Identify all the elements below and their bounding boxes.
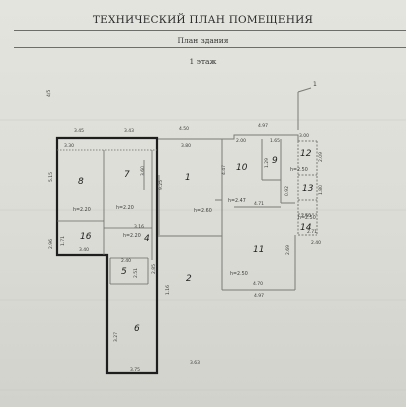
- partitions: [57, 149, 160, 285]
- dim-in-271: 2.71: [307, 229, 317, 235]
- dim-top-450: 4.50: [179, 126, 189, 132]
- floor-label: 1 этаж: [189, 57, 217, 66]
- room-number-12: 12: [300, 149, 312, 159]
- dim-in-240: 2.40: [121, 258, 131, 264]
- dim-in-340: 3.40: [79, 247, 89, 253]
- dim-in-360: 3.60: [140, 166, 146, 176]
- dim-left-515: 5.15: [48, 172, 54, 182]
- dim-left-171: 1.71: [60, 236, 66, 246]
- dim-top-345: 3.45: [74, 128, 84, 134]
- room-number-2: 2: [186, 274, 192, 284]
- dim-in-470: 4.70: [253, 281, 263, 287]
- room-number-4: 4: [144, 234, 150, 244]
- dim-top-497: 4.97: [258, 123, 268, 129]
- axis-mark-1: 1: [313, 81, 317, 88]
- dim-in-209: 2.09: [318, 152, 324, 162]
- room-number-16: 16: [80, 232, 92, 242]
- dim-left-296: 2.96: [48, 239, 54, 249]
- height-room-11: h=2.50: [230, 271, 248, 277]
- dim-bottom-375: 3.75: [130, 367, 140, 373]
- height-room-16: h=2.20: [123, 233, 141, 239]
- document-subtitle: План здания: [177, 36, 229, 45]
- dim-top-300: 3.00: [299, 133, 309, 139]
- dim-in-471: 4.71: [254, 201, 264, 207]
- height-room-1: h=2.60: [194, 208, 212, 214]
- room-number-7: 7: [124, 170, 130, 180]
- dim-top-343: 3.43: [124, 128, 134, 134]
- height-room-14: h=2.50: [298, 215, 316, 221]
- room-number-14: 14: [300, 223, 312, 233]
- height-room-12: h=2.50: [290, 167, 308, 173]
- dim-in-327: 3.27: [113, 332, 119, 342]
- dim-in-260: 2.60: [301, 213, 311, 219]
- title-underline: [14, 30, 406, 31]
- room-number-10: 10: [236, 163, 248, 173]
- dim-in-240b: 2.40: [311, 240, 321, 246]
- dim-mid-925: 9.25: [158, 180, 164, 190]
- dim-in-330: 3.30: [64, 143, 74, 149]
- dim-in-092: 0.92: [284, 186, 290, 196]
- dim-in-251: 2.51: [133, 268, 139, 278]
- height-room-7: h=2.20: [116, 205, 134, 211]
- room-number-9: 9: [272, 156, 278, 166]
- left-margin-mark: 4/5: [46, 90, 52, 97]
- dim-in-129: 1.29: [264, 158, 270, 168]
- room-number-6: 6: [134, 324, 140, 334]
- room-number-11: 11: [253, 245, 264, 255]
- dim-bottom-497: 4.97: [254, 293, 264, 299]
- dim-in-200: 2.00: [236, 138, 246, 144]
- paper-grid: [0, 119, 406, 391]
- dim-in-180: 1.80: [318, 185, 324, 195]
- premises-boundary: [55, 136, 159, 375]
- wall-lines: [157, 87, 318, 291]
- room-number-13: 13: [302, 184, 314, 194]
- dim-in-447: 4.47: [221, 165, 227, 175]
- document-title: ТЕХНИЧЕСКИЙ ПЛАН ПОМЕЩЕНИЯ: [92, 14, 314, 26]
- height-room-10: h=2.47: [228, 198, 246, 204]
- dim-in-116: 1.16: [165, 285, 171, 295]
- dim-in-165: 1.65: [270, 138, 280, 144]
- subtitle-underline: [14, 47, 406, 48]
- dim-in-285: 2.85: [151, 264, 157, 274]
- dimension-labels: 3.45 3.43 4.50 4.97 3.00 3.30 3.80 2.00 …: [48, 123, 324, 373]
- dim-in-269: 2.69: [285, 245, 291, 255]
- room-number-1: 1: [185, 173, 191, 183]
- dim-in-380: 3.80: [181, 143, 191, 149]
- room-number-5: 5: [121, 267, 127, 277]
- height-room-8: h=2.20: [73, 207, 91, 213]
- dim-in-316: 3.16: [134, 224, 144, 230]
- dim-bottom-363: 3.63: [190, 360, 200, 366]
- room-number-8: 8: [78, 177, 84, 187]
